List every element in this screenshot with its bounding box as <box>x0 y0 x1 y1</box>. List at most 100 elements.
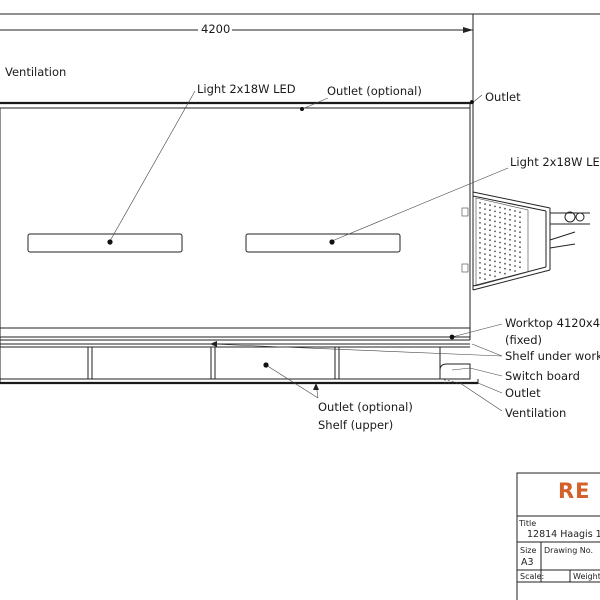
perforation-dot <box>484 233 486 236</box>
perforation-dot <box>489 224 491 227</box>
perforation-dot <box>484 238 486 241</box>
perforation-dot <box>499 221 501 224</box>
perforation-dot <box>484 263 486 265</box>
perforation-dot <box>484 248 486 251</box>
perforation-dot <box>484 268 486 270</box>
trailer-body <box>0 101 479 385</box>
perforation-dot <box>499 226 501 229</box>
label-worktop-fixed: (fixed) <box>505 333 542 347</box>
perforation-dot <box>479 277 481 279</box>
label-outlet-right: Outlet <box>485 90 521 104</box>
perforation-dot <box>494 230 496 233</box>
label-worktop: Worktop 4120x400 <box>505 316 600 330</box>
perforation-dot <box>489 219 491 222</box>
dimension-4200: 4200 <box>0 13 600 100</box>
label-outlet-optional-top: Outlet (optional) <box>327 84 422 98</box>
label-shelf-upper: Shelf (upper) <box>318 418 393 432</box>
perforation-dot <box>509 238 511 241</box>
light-fixture-left <box>27 233 183 253</box>
perforation-dot <box>494 210 496 213</box>
perforation-dot <box>489 204 491 207</box>
perforation-dot <box>499 271 501 274</box>
perforation-dot <box>514 235 516 237</box>
title-value: 12814 Haagis 1500 <box>527 529 600 540</box>
perforation-dot <box>494 270 496 273</box>
perforation-dot <box>504 227 506 230</box>
perforation-dot <box>504 242 506 245</box>
perforation-dot <box>504 247 506 250</box>
perforation-dot <box>494 255 496 258</box>
dimension-text: 4200 <box>201 22 230 36</box>
perforation-dot <box>479 202 481 204</box>
company-logo: RE <box>558 479 591 503</box>
perforation-dot <box>519 256 521 259</box>
perforation-dot <box>519 221 521 224</box>
perforation-dot <box>494 220 496 223</box>
perforation-dot <box>509 218 511 221</box>
perforation-dot <box>484 228 486 231</box>
labels: Ventilation Light 2x18W LED Outlet (opti… <box>5 65 600 432</box>
perforation-dot <box>499 266 501 269</box>
label-ventilation-top: Ventilation <box>5 65 66 79</box>
perforation-dot <box>484 218 486 221</box>
perforation-dot <box>484 253 486 256</box>
perforation-dot <box>489 234 491 237</box>
perforation-dot <box>479 247 481 249</box>
perforation-dot <box>484 243 486 246</box>
perforated-panel <box>479 202 521 280</box>
perforation-dot <box>504 217 506 220</box>
perforation-dot <box>494 240 496 243</box>
size-value: A3 <box>521 557 534 568</box>
perforation-dot <box>509 213 511 216</box>
perforation-dot <box>489 274 491 277</box>
perforation-dot <box>479 237 481 239</box>
perforation-dot <box>509 243 511 246</box>
perforation-dot <box>514 215 516 217</box>
switch-board-shape <box>439 363 471 384</box>
perforation-dot <box>514 260 516 262</box>
perforation-dot <box>514 255 516 257</box>
perforation-dot <box>479 242 481 244</box>
perforation-dot <box>514 225 516 227</box>
perforation-dot <box>489 239 491 242</box>
perforation-dot <box>494 245 496 248</box>
perforation-dot <box>499 236 501 239</box>
perforation-dot <box>479 207 481 209</box>
label-ventilation-bottom: Ventilation <box>505 406 566 420</box>
perforation-dot <box>484 203 486 206</box>
perforation-dot <box>479 212 481 214</box>
perforation-dot <box>484 258 486 260</box>
perforation-dot <box>489 229 491 232</box>
perforation-dot <box>514 250 516 252</box>
perforation-dot <box>499 256 501 259</box>
perforation-dot <box>514 210 516 212</box>
perforation-dot <box>489 244 491 247</box>
perforation-dot <box>494 275 496 278</box>
light-fixture-right <box>245 233 401 253</box>
label-outlet-optional-bottom: Outlet (optional) <box>318 400 413 414</box>
perforation-dot <box>479 257 481 259</box>
perforation-dot <box>489 269 491 272</box>
perforation-dot <box>484 208 486 211</box>
perforation-dot <box>514 270 516 272</box>
perforation-dot <box>484 213 486 216</box>
scale-label: Scale: <box>520 572 544 581</box>
perforation-dot <box>499 216 501 219</box>
label-outlet-bottom: Outlet <box>505 386 541 400</box>
perforation-dot <box>479 232 481 234</box>
perforation-dot <box>519 266 521 269</box>
title-label: Title <box>518 519 536 528</box>
perforation-dot <box>504 257 506 260</box>
label-light-left: Light 2x18W LED <box>197 82 296 96</box>
perforation-dot <box>479 262 481 264</box>
perforation-dot <box>504 222 506 225</box>
perforation-dot <box>509 268 511 271</box>
perforation-dot <box>494 250 496 253</box>
perforation-dot <box>514 240 516 242</box>
perforation-dot <box>519 261 521 264</box>
perforation-dot <box>489 264 491 267</box>
perforation-dot <box>499 206 501 209</box>
label-shelf-under: Shelf under workto <box>505 349 600 363</box>
perforation-dot <box>504 237 506 240</box>
